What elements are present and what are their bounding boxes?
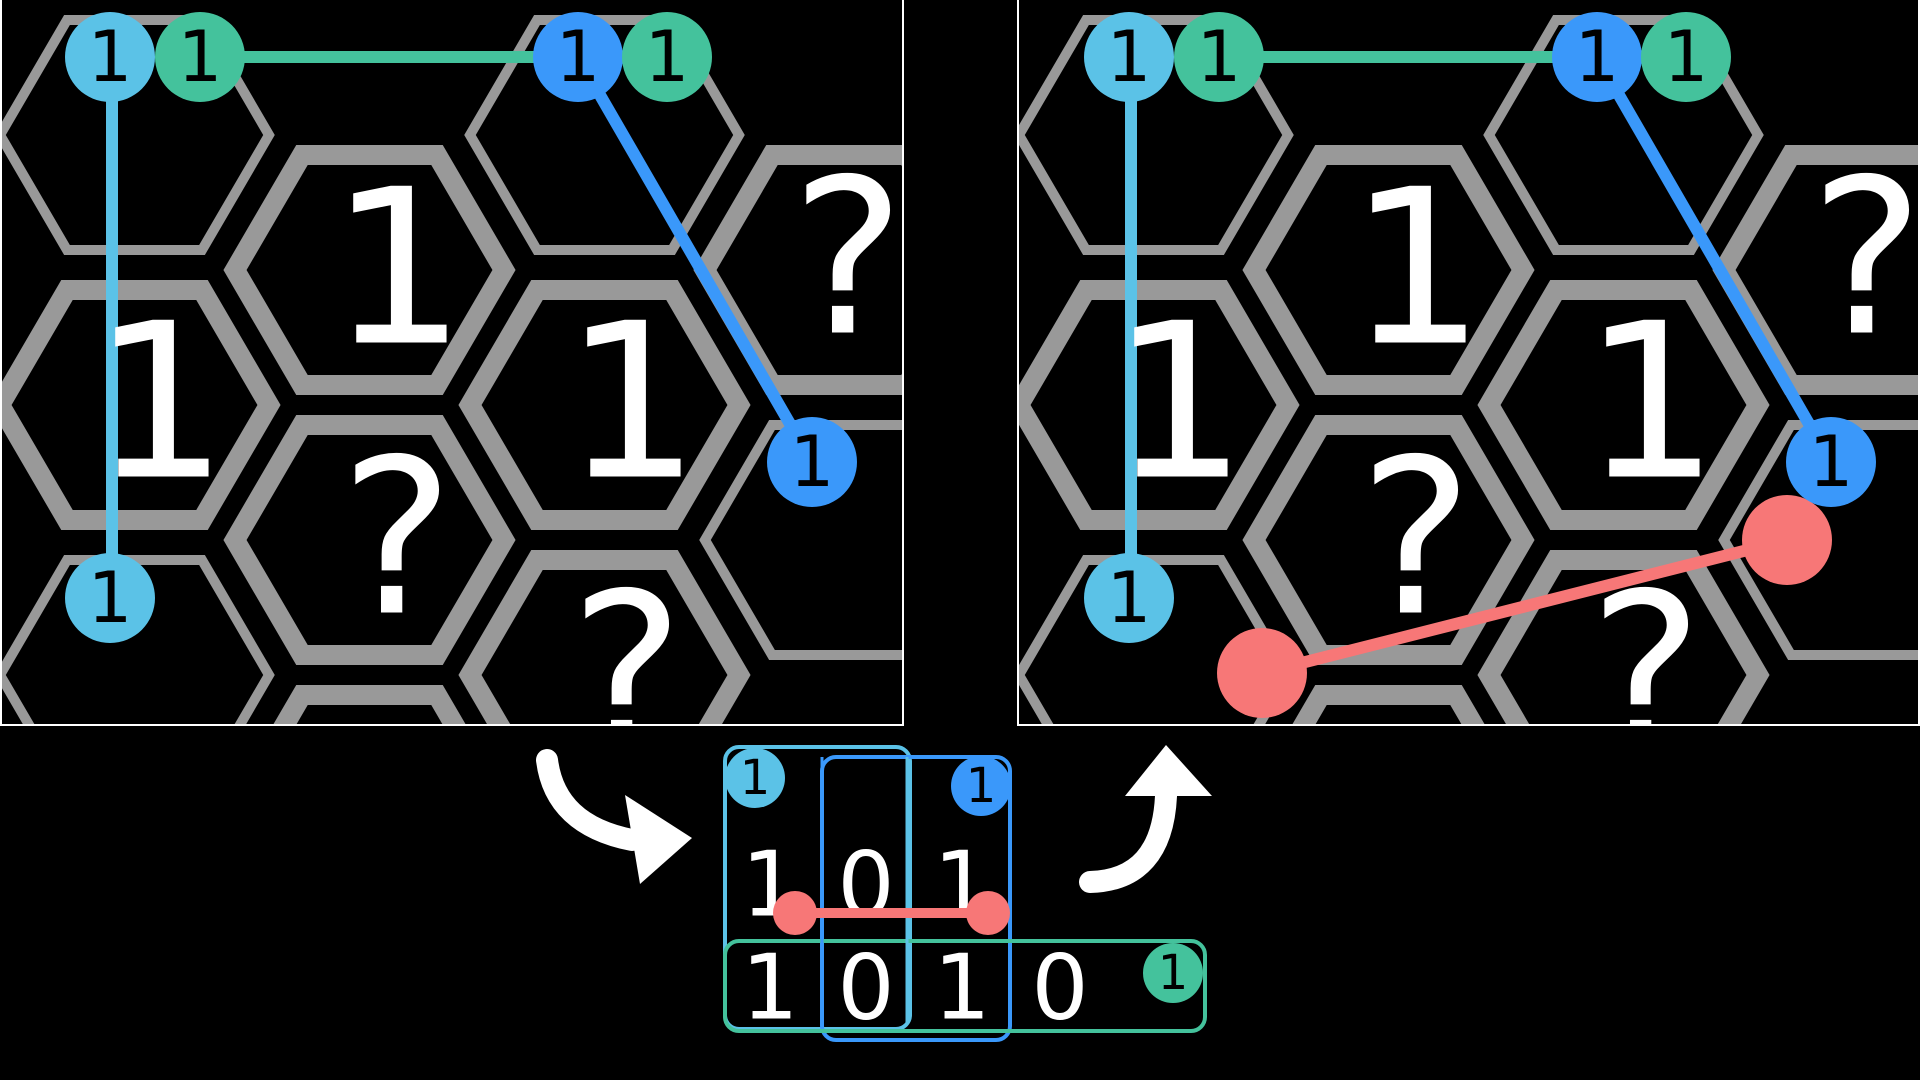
green-group-box — [723, 939, 1207, 1033]
svg-text:1: 1 — [1197, 16, 1242, 98]
svg-text:1: 1 — [1809, 421, 1854, 503]
clue-light-blue[interactable]: 1 — [65, 12, 155, 102]
svg-text:1: 1 — [740, 750, 771, 806]
cell-value: 1 — [330, 143, 467, 394]
hex-grid — [0, 15, 903, 725]
clue-blue[interactable]: 1 — [1552, 12, 1642, 102]
mini-clue-light-blue: 1 — [725, 748, 785, 808]
svg-text:1: 1 — [1107, 557, 1152, 639]
svg-text:1: 1 — [556, 16, 601, 98]
clue-light-blue[interactable]: 1 — [1084, 12, 1174, 102]
svg-text:1: 1 — [790, 421, 835, 503]
cell-unknown[interactable]: ? — [570, 547, 684, 798]
svg-text:1: 1 — [1575, 16, 1620, 98]
svg-text:1: 1 — [88, 16, 133, 98]
red-connector-end[interactable] — [1742, 495, 1832, 585]
svg-text:1: 1 — [645, 16, 690, 98]
curved-arrow-up-right-icon — [1079, 745, 1212, 893]
clue-blue[interactable]: 1 — [533, 12, 623, 102]
cell-value: 1 — [1583, 277, 1720, 528]
clue-light-blue[interactable]: 1 — [1084, 553, 1174, 643]
svg-text:1: 1 — [1158, 945, 1189, 1001]
clue-blue[interactable]: 1 — [767, 417, 857, 507]
clue-line-blue — [1591, 53, 1837, 466]
cell-unknown[interactable]: ? — [340, 413, 454, 664]
clue-green[interactable]: 1 — [155, 12, 245, 102]
svg-text:1: 1 — [1107, 16, 1152, 98]
cell-unknown[interactable]: ? — [1810, 133, 1920, 384]
cell-value: 1 — [1349, 143, 1486, 394]
board-panel-before: 1 1 1 ? ? ? 1 1 1 1 — [0, 0, 905, 798]
red-connector-start[interactable] — [1217, 628, 1307, 718]
mini-digit: 0 — [837, 833, 894, 938]
mini-red-connector — [773, 891, 1010, 935]
clue-green[interactable]: 1 — [622, 12, 712, 102]
red-connector[interactable] — [1217, 495, 1832, 718]
panel-frame — [0, 0, 904, 726]
cell-value: 1 — [1111, 277, 1248, 528]
cell-value: 1 — [564, 277, 701, 528]
hex-grid — [1018, 15, 1920, 725]
curved-arrow-down-right-icon — [536, 749, 692, 884]
svg-text:1: 1 — [178, 16, 223, 98]
clue-line-blue — [572, 53, 818, 466]
cell-unknown[interactable]: ? — [791, 133, 905, 384]
mini-digit: 0 — [1031, 936, 1088, 1041]
clue-green[interactable]: 1 — [1174, 12, 1264, 102]
svg-text:1: 1 — [88, 557, 133, 639]
mini-digit: 1 — [741, 936, 798, 1041]
mini-digit: 0 — [837, 936, 894, 1041]
mini-clue-blue: 1 — [951, 756, 1011, 816]
mini-digit: 1 — [933, 936, 990, 1041]
board-panel-after: 1 1 1 ? ? ? 1 1 — [1017, 0, 1920, 726]
mini-clue-green: 1 — [1143, 943, 1203, 1003]
svg-text:1: 1 — [1664, 16, 1709, 98]
clue-green[interactable]: 1 — [1641, 12, 1731, 102]
panel-frame — [1017, 0, 1920, 726]
cell-value: 1 — [92, 277, 229, 528]
clue-blue[interactable]: 1 — [1786, 417, 1876, 507]
clue-light-blue[interactable]: 1 — [65, 553, 155, 643]
explanation-diagram: 1 0 1 1 0 1 0 1 1 1 — [723, 745, 1207, 1042]
svg-text:1: 1 — [966, 758, 997, 814]
